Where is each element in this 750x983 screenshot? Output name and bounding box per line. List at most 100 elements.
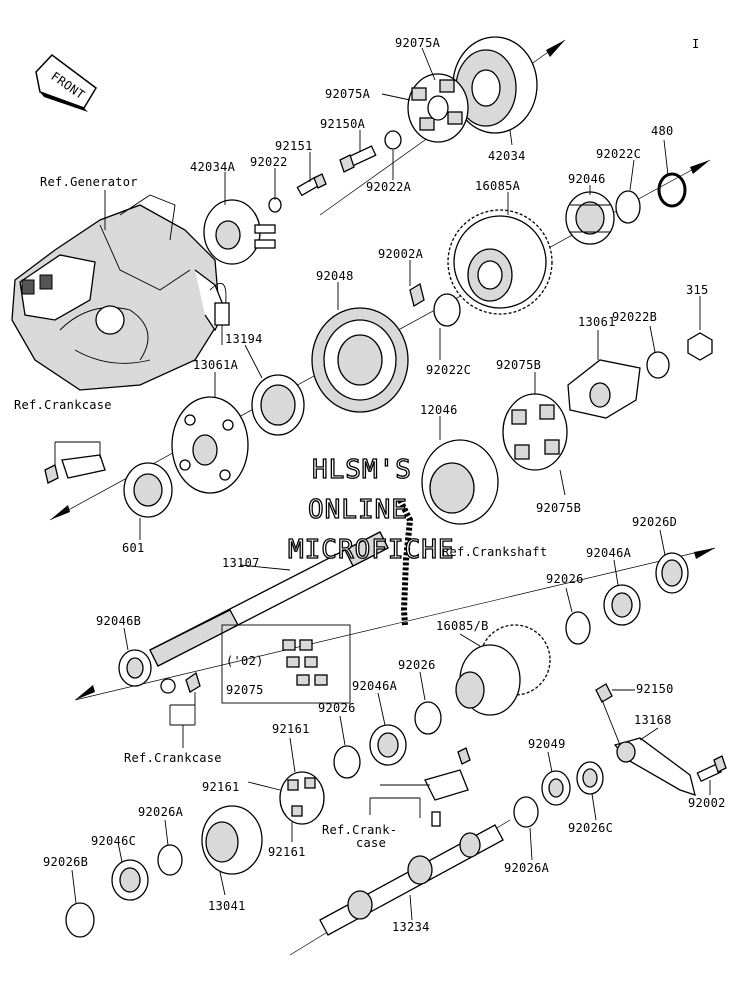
- label-92046c: 92046C: [91, 834, 136, 848]
- washer-92022c-top: [615, 190, 641, 224]
- label-13168: 13168: [634, 713, 672, 727]
- label-92026-lower: 92026: [318, 701, 356, 715]
- watermark: HLSM'S ONLINE MICROFICHE: [287, 454, 455, 565]
- coupling-13041: [201, 805, 263, 875]
- ball-bearing-601: [123, 462, 173, 518]
- washer-92022b: [646, 351, 670, 379]
- shaft-13107: [149, 531, 389, 667]
- label-92022b: 92022B: [612, 310, 657, 324]
- watermark-line-2: ONLINE: [308, 495, 408, 525]
- label-42034: 42034: [488, 149, 526, 163]
- label-92026a-right: 92026A: [504, 861, 550, 875]
- label-92075a-top: 92075A: [395, 36, 441, 50]
- label-92161-top: 92161: [272, 722, 310, 736]
- damper-92075a: [407, 73, 469, 143]
- washer-92026a-right: [513, 796, 539, 828]
- label-92002a: 92002A: [378, 247, 424, 261]
- label-92026-right: 92026: [546, 572, 584, 586]
- label-92075: 92075: [226, 683, 264, 697]
- bolt-92002: [696, 755, 727, 783]
- label-92046: 92046: [568, 172, 606, 186]
- needle-bearing-92046b: [118, 649, 152, 687]
- washer-92022: [268, 197, 282, 213]
- inset-box-92075: [221, 624, 351, 704]
- label-13041: 13041: [208, 899, 246, 913]
- label-13107: 13107: [222, 556, 260, 570]
- label-92046a-lower: 92046A: [352, 679, 398, 693]
- coupling-13061a: [171, 396, 249, 494]
- label-ref-crank-case-2: case: [356, 836, 386, 850]
- label-13061: 13061: [578, 315, 616, 329]
- circlip-480: [657, 172, 687, 208]
- washer-92022c: [433, 293, 461, 327]
- watermark-line-3: MICROFICHE: [288, 535, 455, 565]
- bolt-92151: [296, 173, 327, 197]
- label-92075b-top: 92075B: [496, 358, 541, 372]
- balancer-shaft-13234: [319, 824, 504, 936]
- starter-clutch-outer-42034: [452, 36, 538, 134]
- generator-illustration: [11, 194, 230, 391]
- washer-92022a: [384, 130, 402, 150]
- crankcase-bolt-ref: [44, 454, 106, 484]
- label-92150a: 92150A: [320, 117, 366, 131]
- label-92022c-top: 92022C: [596, 147, 641, 161]
- needle-bearing-92046c: [111, 859, 149, 901]
- label-315: 315: [686, 283, 709, 297]
- idler-gear-16085a: [447, 209, 553, 315]
- washer-92026-lower: [333, 745, 361, 779]
- label-92026d: 92026D: [632, 515, 677, 529]
- washer-92026b: [65, 902, 95, 938]
- ball-bearing-92049: [541, 770, 571, 806]
- label-16085a: 16085A: [475, 179, 521, 193]
- watermark-line-1: HLSM'S: [312, 455, 412, 485]
- label-13194: 13194: [225, 332, 263, 346]
- label-92075a: 92075A: [325, 87, 371, 101]
- label-92022c: 92022C: [426, 363, 471, 377]
- label-ref-generator: Ref.Generator: [40, 175, 138, 189]
- crank-case-bracket: [424, 747, 471, 827]
- damper-holder-13061: [567, 359, 641, 419]
- label-corner-mark: I: [692, 37, 700, 51]
- label-92046b: 92046B: [96, 614, 141, 628]
- label-92026-mid: 92026: [398, 658, 436, 672]
- label-13234: 13234: [392, 920, 430, 934]
- label-92075b: 92075B: [536, 501, 581, 515]
- damper-92161: [279, 771, 325, 825]
- label-16085b: 16085/B: [436, 619, 489, 633]
- washer-92026-right: [565, 611, 591, 645]
- needle-bearing-92046a-right: [603, 584, 641, 626]
- label-92048: 92048: [316, 269, 354, 283]
- damper-92075b: [502, 393, 568, 471]
- label-480: 480: [651, 124, 674, 138]
- label-ref-crank-case-1: Ref.Crank-: [322, 823, 397, 837]
- label-92150: 92150: [636, 682, 674, 696]
- oil-seal-92026d: [655, 552, 689, 594]
- washer-92026-mid: [414, 701, 442, 735]
- drive-chain: [397, 498, 414, 626]
- one-way-clutch-13194: [251, 374, 305, 436]
- label-92026a-left: 92026A: [138, 805, 184, 819]
- label-ref-crankshaft: Ref.Crankshaft: [442, 545, 547, 559]
- idler-gear-16085b: [455, 624, 551, 716]
- leader-lines: [54, 47, 711, 921]
- label-13061a: 13061A: [193, 358, 239, 372]
- bolt-92150: [595, 683, 613, 703]
- gear-42034a: [203, 199, 276, 265]
- starter-gear-92048: [311, 307, 409, 413]
- label-ref-crankcase-top: Ref.Crankcase: [14, 398, 112, 412]
- label-42034a: 42034A: [190, 160, 236, 174]
- label-92161-mid: 92161: [202, 780, 240, 794]
- washer-ref-crankcase: [160, 678, 176, 694]
- sprocket-12046: [421, 439, 499, 525]
- needle-bearing-92046a-lower: [369, 724, 407, 766]
- oil-seal-92026c: [576, 761, 604, 795]
- bolt-92002a: [409, 282, 425, 308]
- label-601: 601: [122, 541, 145, 555]
- label-92002: 92002: [688, 796, 726, 810]
- bolt-92150a: [339, 145, 377, 173]
- label-92046a-right: 92046A: [586, 546, 632, 560]
- label-92151: 92151: [275, 139, 313, 153]
- label-92022: 92022: [250, 155, 288, 169]
